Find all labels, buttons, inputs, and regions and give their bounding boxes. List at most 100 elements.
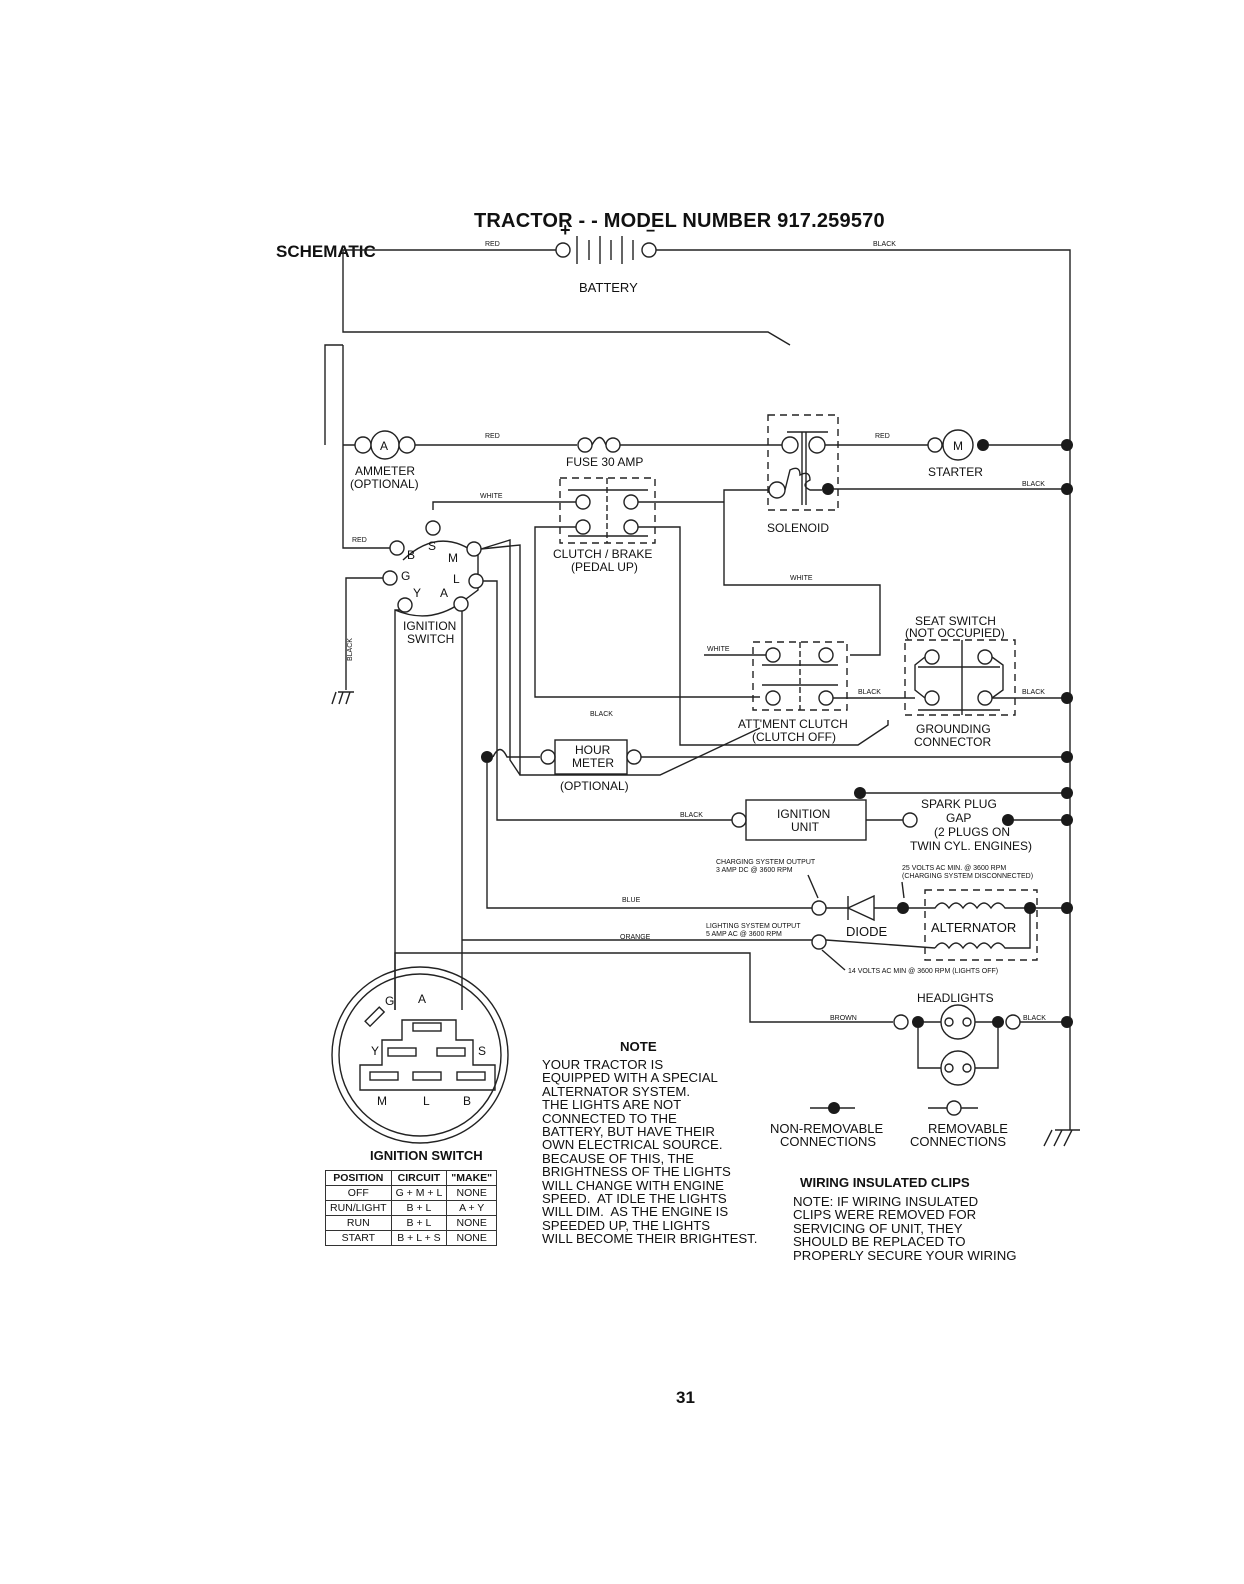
- wire-label-black: BLACK: [680, 812, 703, 819]
- battery-minus-label: −: [646, 223, 655, 240]
- clutch-brake-switch: CLUTCH / BRAKE (PEDAL UP): [553, 477, 656, 574]
- ignition-unit: IGNITION UNIT BLACK: [680, 787, 1064, 841]
- ammeter-label: AMMETER: [355, 464, 415, 478]
- switch-face-label-b: B: [463, 1094, 471, 1108]
- diode-label: DIODE: [846, 924, 888, 939]
- switch-face-label-y: Y: [371, 1044, 379, 1058]
- table-cell: B + L: [390, 1200, 448, 1216]
- table-cell: NONE: [446, 1185, 498, 1201]
- wire-label-black: BLACK: [873, 241, 896, 248]
- table-header: POSITION: [325, 1170, 392, 1186]
- table-cell: A + Y: [446, 1200, 498, 1216]
- headlights-label: HEADLIGHTS: [917, 991, 994, 1005]
- ground-symbol: [1043, 1129, 1080, 1147]
- legend-removable: REMOVABLE: [928, 1121, 1008, 1136]
- table-header-row: POSITION CIRCUIT "MAKE": [325, 1170, 498, 1186]
- wire-label-red: RED: [875, 433, 890, 440]
- non-removable-legend-icon: [828, 1102, 840, 1114]
- spark-plug-note: (2 PLUGS ON: [934, 825, 1010, 839]
- ground-connection: [1061, 692, 1073, 704]
- spark-plug-label: SPARK PLUG: [921, 797, 997, 811]
- ign-label-a: A: [440, 586, 448, 600]
- wire-label-black: BLACK: [347, 638, 354, 661]
- solenoid-label: SOLENOID: [767, 521, 829, 535]
- wire-label-blue: BLUE: [622, 897, 641, 904]
- legend-non-removable-2: CONNECTIONS: [780, 1134, 876, 1149]
- alternator: ALTERNATOR: [909, 889, 1064, 961]
- lighting-output-value: 5 AMP AC @ 3600 RPM: [706, 931, 782, 938]
- ground-symbol: [331, 691, 354, 705]
- charging-output-terminal: [811, 900, 827, 916]
- page-number: 31: [676, 1388, 695, 1407]
- attachment-clutch-switch: ATT'MENT CLUTCH (CLUTCH OFF): [738, 641, 848, 744]
- battery-label: BATTERY: [579, 280, 638, 295]
- ign-terminal-l: [468, 573, 484, 589]
- table-cell: B + L: [390, 1215, 448, 1231]
- alternator-label: ALTERNATOR: [931, 920, 1016, 935]
- wire-label-white: WHITE: [707, 646, 730, 653]
- ground-connection: [1061, 439, 1073, 451]
- seat-switch: SEAT SWITCH (NOT OCCUPIED) GROUNDING CON…: [904, 614, 1016, 749]
- table-cell: START: [325, 1230, 392, 1246]
- ign-terminal-m: [466, 541, 482, 557]
- lighting-output-label: LIGHTING SYSTEM OUTPUT: [706, 923, 801, 930]
- spark-plug-note-2: TWIN CYL. ENGINES): [910, 839, 1032, 853]
- battery-positive-terminal: [555, 242, 571, 258]
- grounding-connector-label-2: CONNECTOR: [914, 735, 991, 749]
- starter-label: STARTER: [928, 465, 983, 479]
- ground-connection: [1061, 787, 1073, 799]
- volts25-note: (CHARGING SYSTEM DISCONNECTED): [902, 873, 1033, 880]
- ignition-table-title: IGNITION SWITCH: [370, 1148, 483, 1163]
- diode: DIODE: [826, 894, 898, 939]
- ignition-switch-label: IGNITION: [403, 619, 456, 633]
- headlights: HEADLIGHTS BLACK: [893, 991, 1064, 1086]
- charging-output-value: 3 AMP DC @ 3600 RPM: [716, 867, 793, 874]
- clips-note-title: WIRING INSULATED CLIPS: [800, 1175, 970, 1190]
- removable-legend-icon: [946, 1100, 962, 1116]
- ammeter: A AMMETER (OPTIONAL): [324, 344, 419, 491]
- solenoid: SOLENOID: [767, 414, 839, 535]
- note-text: YOUR TRACTOR IS EQUIPPED WITH A SPECIAL …: [542, 1057, 758, 1247]
- attment-clutch-state: (CLUTCH OFF): [752, 730, 836, 744]
- spark-plug: SPARK PLUG GAP (2 PLUGS ON TWIN CYL. ENG…: [910, 797, 1064, 853]
- fuse: FUSE 30 AMP: [566, 436, 790, 469]
- ground-connection: [1061, 1016, 1073, 1028]
- wire-label-white: WHITE: [790, 575, 813, 582]
- spark-plug-gap-label: GAP: [946, 811, 971, 825]
- volts14-label: 14 VOLTS AC MIN @ 3600 RPM (LIGHTS OFF): [848, 968, 998, 975]
- attment-clutch-label: ATT'MENT CLUTCH: [738, 717, 848, 731]
- table-header: "MAKE": [446, 1170, 498, 1186]
- ign-terminal-g: [382, 570, 398, 586]
- page-subtitle: SCHEMATIC: [276, 242, 376, 261]
- connection-legend: NON-REMOVABLE CONNECTIONS REMOVABLE CONN…: [770, 1100, 1008, 1149]
- clips-note-text: NOTE: IF WIRING INSULATED CLIPS WERE REM…: [793, 1194, 1017, 1263]
- ign-terminal-s: [425, 520, 441, 536]
- table-row: RUN/LIGHT B + L A + Y: [325, 1200, 498, 1216]
- table-cell: RUN: [325, 1215, 392, 1231]
- hour-meter: HOUR METER (OPTIONAL): [481, 739, 1064, 793]
- wire-label-black: BLACK: [1022, 689, 1045, 696]
- table-cell: NONE: [446, 1230, 498, 1246]
- ammeter-optional-label: (OPTIONAL): [350, 477, 419, 491]
- ground-connection: [1061, 483, 1073, 495]
- table-row: RUN B + L NONE: [325, 1215, 498, 1231]
- switch-face-label-a: A: [418, 992, 426, 1006]
- starter-symbol: M: [953, 439, 963, 453]
- wire-label-black: BLACK: [1022, 481, 1045, 488]
- note-title: NOTE: [620, 1039, 657, 1054]
- ign-label-b: B: [407, 548, 415, 562]
- battery: + − BATTERY RED BLACK: [342, 220, 1071, 1130]
- wire-label-white: WHITE: [480, 493, 503, 500]
- wire-label-brown: BROWN: [830, 1015, 857, 1022]
- switch-face-label-l: L: [423, 1094, 430, 1108]
- switch-face-label-g: G: [385, 994, 394, 1008]
- wire-label-black: BLACK: [1023, 1015, 1046, 1022]
- ignition-switch-face: G A Y S M L B: [331, 966, 509, 1144]
- ign-label-l: L: [453, 572, 460, 586]
- table-cell: B + L + S: [390, 1230, 448, 1246]
- hour-meter-label-2: METER: [572, 756, 614, 770]
- ign-terminal-y: [397, 597, 413, 613]
- starter: M STARTER: [927, 429, 1064, 479]
- switch-face-label-s: S: [478, 1044, 486, 1058]
